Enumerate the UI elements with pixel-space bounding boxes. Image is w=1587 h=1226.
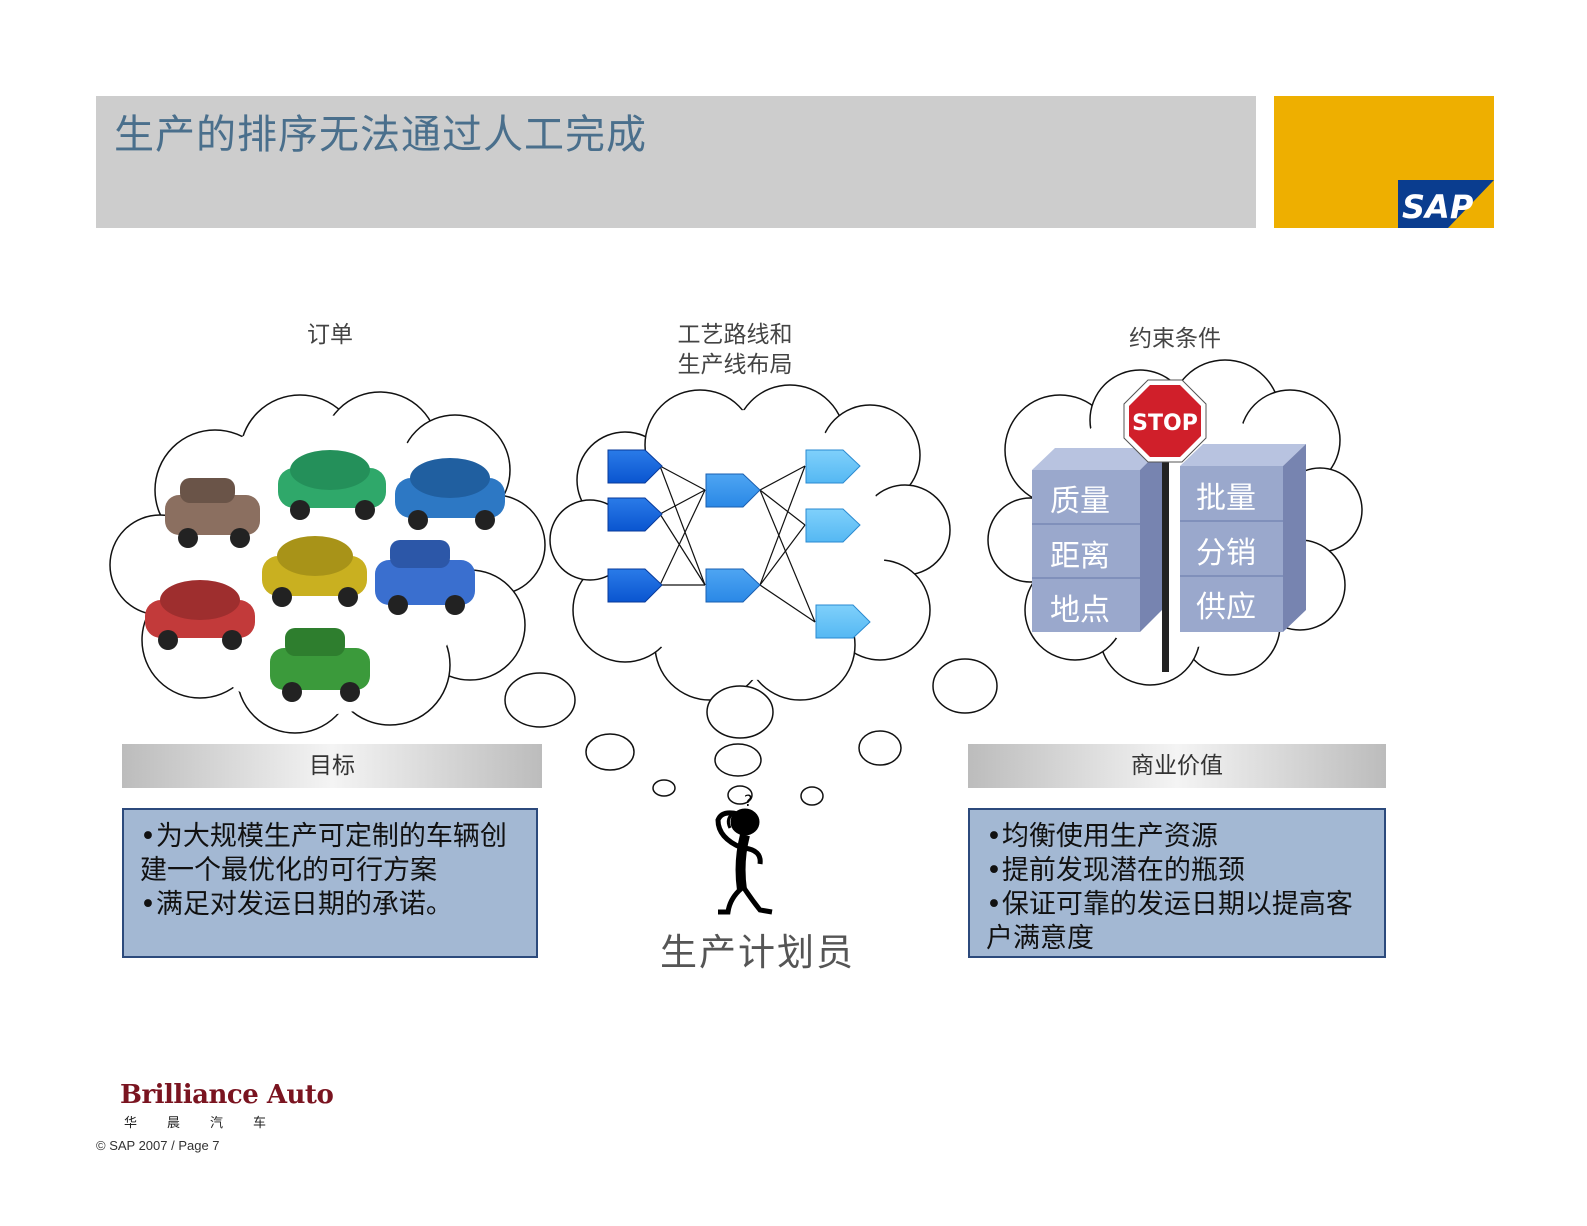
sap-logo-text: SAP	[1402, 188, 1474, 226]
car-6	[145, 580, 255, 650]
routing-arrow-2	[607, 497, 663, 532]
block-location: 地点	[1050, 593, 1110, 628]
value-bullet-3: •保证可靠的发运日期以提高客户满意度	[986, 889, 1353, 954]
car-2	[278, 450, 386, 520]
car-5	[375, 540, 475, 615]
block-batch: 批量	[1196, 481, 1256, 516]
value-box: •均衡使用生产资源 •提前发现潜在的瓶颈 •保证可靠的发运日期以提高客户满意度	[968, 808, 1386, 958]
routing-arrow-7	[805, 508, 861, 543]
orders-label: 订单	[307, 322, 353, 348]
goal-bullet-1: •为大规模生产可定制的车辆创建一个最优化的可行方案	[140, 821, 507, 886]
brilliance-auto-logo: Brilliance Auto	[120, 1080, 334, 1110]
copyright: © SAP 2007 / Page 7	[96, 1138, 220, 1153]
planner-label: 生产计划员	[660, 931, 855, 974]
block-quality: 质量	[1050, 484, 1110, 519]
sap-logo-box: SAP	[1274, 96, 1494, 228]
routing-network-lines	[659, 465, 816, 623]
routing-label: 工艺路线和 生产线布局	[660, 320, 810, 380]
block-distribution: 分销	[1196, 536, 1256, 571]
routing-arrow-6	[805, 449, 861, 484]
sap-logo: SAP	[1398, 180, 1494, 228]
goal-bullet-2: •满足对发运日期的承诺。	[140, 889, 453, 920]
right-block-stack: 批量 分销 供应	[1180, 444, 1306, 632]
stop-sign: STOP	[1123, 379, 1207, 672]
sap-logo-shape	[1398, 180, 1494, 228]
question-mark: ?	[744, 791, 753, 810]
routing-cloud	[549, 384, 951, 701]
planner-figure: ?	[715, 791, 773, 915]
brilliance-auto-cn: 华晨汽车	[124, 1116, 297, 1131]
stop-sign-text: STOP	[1132, 411, 1198, 436]
car-3	[395, 458, 505, 530]
left-block-stack: 质量 距离 地点	[1032, 448, 1162, 632]
value-bullet-1: •均衡使用生产资源	[986, 821, 1218, 852]
title-bar: 生产的排序无法通过人工完成	[96, 96, 1256, 228]
block-distance: 距离	[1050, 539, 1110, 574]
car-7	[270, 628, 370, 702]
routing-arrow-1	[607, 449, 663, 484]
routing-arrow-4	[705, 473, 761, 508]
car-4	[262, 536, 367, 607]
routing-label-line2: 生产线布局	[677, 352, 793, 378]
value-bullet-2: •提前发现潜在的瓶颈	[986, 855, 1245, 886]
value-header: 商业价值	[968, 744, 1386, 788]
goal-header: 目标	[122, 744, 542, 788]
routing-arrow-5	[705, 568, 761, 603]
thought-bubbles	[504, 658, 998, 806]
routing-label-line1: 工艺路线和	[677, 322, 793, 348]
car-1	[165, 478, 260, 548]
routing-arrow-3	[607, 568, 663, 603]
goal-box: •为大规模生产可定制的车辆创建一个最优化的可行方案 •满足对发运日期的承诺。	[122, 808, 538, 958]
block-supply: 供应	[1196, 590, 1256, 625]
constraints-label: 约束条件	[1129, 326, 1221, 352]
routing-arrow-8	[815, 604, 871, 639]
page-title: 生产的排序无法通过人工完成	[114, 112, 647, 158]
